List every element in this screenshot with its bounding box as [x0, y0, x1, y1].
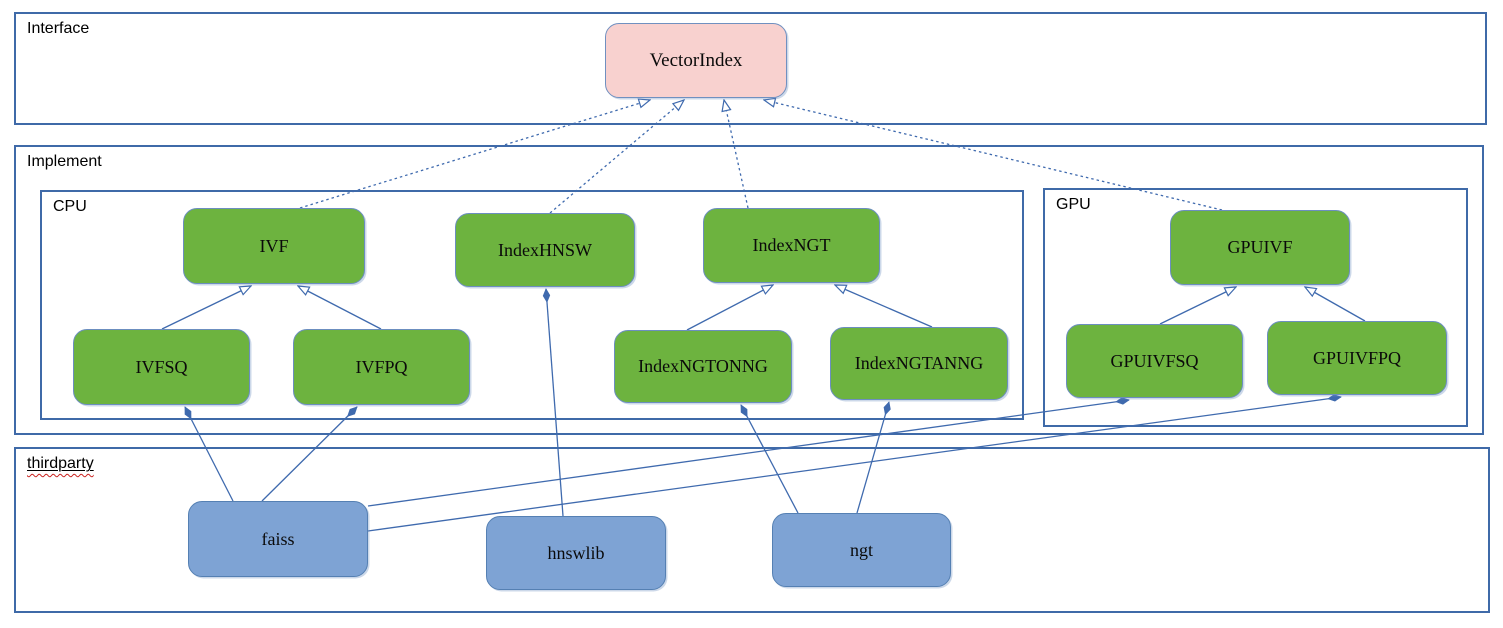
node-ngt: ngt: [772, 513, 951, 587]
node-label-indexngt: IndexNGT: [752, 235, 831, 255]
node-ivfpq: IVFPQ: [293, 329, 470, 405]
node-label-gpuivfsq: GPUIVFSQ: [1110, 350, 1199, 371]
node-gpuivfsq: GPUIVFSQ: [1066, 324, 1243, 398]
node-gpuivf: GPUIVF: [1170, 210, 1350, 285]
node-label-ivfpq: IVFPQ: [355, 356, 408, 377]
node-label-ivfsq: IVFSQ: [135, 356, 188, 377]
node-indexhnsw: IndexHNSW: [455, 213, 635, 287]
node-indexngtonng: IndexNGTONNG: [614, 330, 792, 403]
node-indexngt: IndexNGT: [703, 208, 880, 283]
node-hnswlib: hnswlib: [486, 516, 666, 590]
node-faiss: faiss: [188, 501, 368, 577]
node-ivf: IVF: [183, 208, 365, 284]
container-label-cpu: CPU: [53, 198, 87, 215]
node-label-ngt: ngt: [849, 539, 873, 560]
node-ivfsq: IVFSQ: [73, 329, 250, 405]
node-label-indexngtanng: IndexNGTANNG: [854, 353, 984, 373]
node-label-gpuivf: GPUIVF: [1227, 237, 1293, 257]
node-indexngtanng: IndexNGTANNG: [830, 327, 1008, 400]
node-label-hnswlib: hnswlib: [547, 542, 605, 563]
container-label-thirdparty: thirdparty: [27, 455, 94, 472]
node-label-indexngtonng: IndexNGTONNG: [638, 356, 768, 376]
container-label-gpu: GPU: [1056, 196, 1091, 213]
node-label-faiss: faiss: [261, 528, 295, 549]
node-label-gpuivfpq: GPUIVFPQ: [1312, 347, 1402, 368]
container-label-interface: Interface: [27, 20, 90, 37]
node-gpuivfpq: GPUIVFPQ: [1267, 321, 1447, 395]
node-label-vectorindex: VectorIndex: [649, 49, 743, 71]
container-interface: Interface: [14, 12, 1487, 125]
node-label-ivf: IVF: [259, 235, 289, 256]
node-vectorindex: VectorIndex: [605, 23, 787, 98]
node-label-indexhnsw: IndexHNSW: [498, 239, 592, 260]
container-label-implement: Implement: [27, 153, 102, 170]
